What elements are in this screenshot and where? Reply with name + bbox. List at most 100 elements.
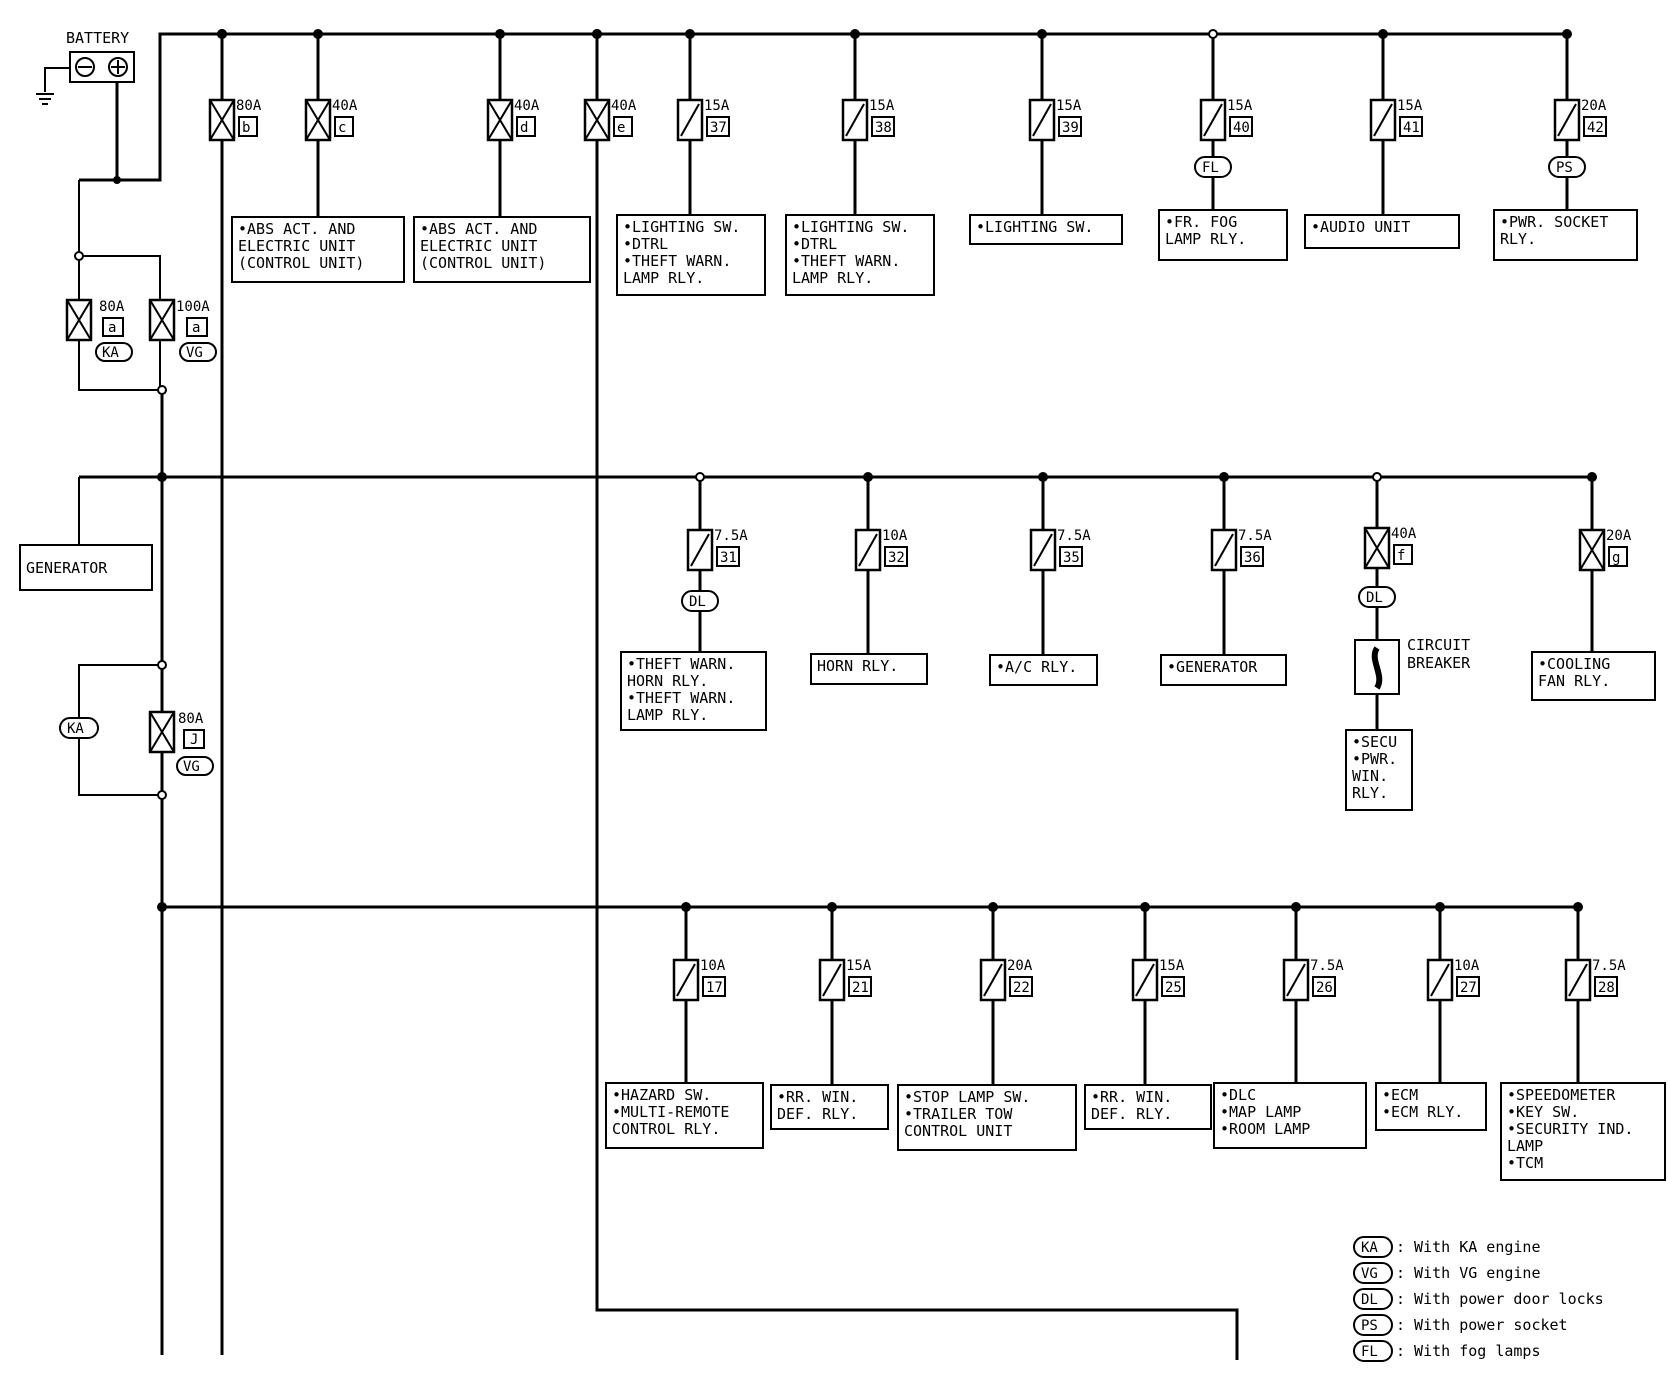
load-item: •TRAILER TOW [904, 1105, 1013, 1123]
legend-item-ka: KA: With KA engine [1353, 1236, 1541, 1258]
legend-code: VG [1361, 1266, 1378, 1282]
legend-text: : With KA engine [1396, 1238, 1541, 1256]
fuse-amps: 10A [700, 958, 726, 974]
fuse-amps: 7.5A [1238, 528, 1272, 544]
fuse-code: c [338, 120, 346, 136]
load-item: •THEFT WARN. [792, 252, 900, 270]
fuse-code: f [1397, 548, 1405, 564]
fuse-amps: 7.5A [1310, 958, 1344, 974]
load-item: ELECTRIC UNIT [420, 237, 537, 255]
load-item: •FR. FOG [1165, 213, 1237, 231]
load-item: •RR. WIN. [777, 1088, 858, 1106]
load-item: •PWR. SOCKET [1500, 213, 1608, 231]
load-item: •COOLING [1538, 655, 1610, 673]
load-item: •LIGHTING SW. [976, 218, 1093, 236]
load-box [1345, 729, 1413, 811]
legend-text: : With VG engine [1396, 1264, 1541, 1282]
load-box [413, 216, 591, 283]
svg-text:a: a [108, 320, 116, 336]
load-item: •THEFT WARN. [627, 655, 735, 673]
load-box [1375, 1082, 1487, 1131]
load-item: •THEFT WARN. [623, 252, 731, 270]
fuse-code: 22 [1013, 980, 1030, 996]
load-item: (CONTROL UNIT) [238, 254, 364, 272]
load-box [1531, 651, 1656, 701]
load-item: •DTRL [792, 235, 837, 253]
load-item: •STOP LAMP SW. [904, 1088, 1030, 1106]
option-badge: DL [1366, 590, 1383, 606]
main-fuse-a-ka: 80A a KA [65, 298, 133, 362]
fuse-amps: 20A [1581, 98, 1607, 114]
load-item: •KEY SW. [1507, 1103, 1579, 1121]
fuse-amps: 15A [1227, 98, 1253, 114]
fuse-amps: 15A [704, 98, 730, 114]
load-item: DEF. RLY. [1091, 1105, 1172, 1123]
load-box [1493, 209, 1638, 261]
load-box [1084, 1084, 1212, 1130]
fuse-code: 36 [1244, 550, 1261, 566]
svg-text:GENERATOR: GENERATOR [26, 559, 108, 577]
load-box [1304, 214, 1460, 249]
load-item: •ABS ACT. AND [238, 220, 355, 238]
fuse-code: 26 [1316, 980, 1333, 996]
option-badge: PS [1556, 160, 1573, 176]
fuse-code: 35 [1063, 550, 1080, 566]
fuse-code: 25 [1165, 980, 1182, 996]
fuse-amps: 20A [1007, 958, 1033, 974]
load-item: •THEFT WARN. [627, 689, 735, 707]
load-item: •LIGHTING SW. [623, 218, 740, 236]
load-item: LAMP RLY. [1165, 230, 1246, 248]
load-box [810, 653, 928, 685]
load-box [1500, 1082, 1666, 1181]
svg-text:a: a [192, 320, 200, 336]
circuit-breaker-label: CIRCUIT [1407, 636, 1470, 654]
circuit-breaker-label: BREAKER [1407, 654, 1471, 672]
load-box [1213, 1082, 1367, 1149]
load-item: •DLC [1220, 1086, 1256, 1104]
load-item: WIN. [1352, 767, 1388, 785]
load-box [231, 216, 405, 283]
battery: BATTERY [66, 29, 135, 83]
legend-item-dl: DL: With power door locks [1353, 1288, 1604, 1310]
load-box [969, 214, 1123, 245]
load-item: •SECURITY IND. [1507, 1120, 1633, 1138]
load-box [1160, 654, 1287, 686]
load-item: LAMP RLY. [792, 269, 873, 287]
main-fuse-a-vg: 100A a VG [148, 298, 217, 362]
legend-item-fl: FL: With fog lamps [1353, 1340, 1541, 1362]
fuse-amps: 7.5A [1057, 528, 1091, 544]
fuse-amps: 15A [1159, 958, 1185, 974]
legend-code: PS [1361, 1318, 1378, 1334]
fuse-amps: 15A [846, 958, 872, 974]
svg-text:100A: 100A [176, 299, 210, 315]
battery-label: BATTERY [66, 29, 129, 47]
main-fuse-j: 80A J VG [148, 710, 214, 776]
load-box [770, 1084, 889, 1130]
fuse-amps: 10A [882, 528, 908, 544]
load-item: HORN RLY. [627, 672, 708, 690]
load-item: •MULTI-REMOTE [612, 1103, 729, 1121]
load-item: •SECU [1352, 733, 1397, 751]
load-item: •ECM [1382, 1086, 1418, 1104]
load-item: LAMP [1507, 1137, 1543, 1155]
load-box [785, 214, 935, 296]
legend-text: : With fog lamps [1396, 1342, 1541, 1360]
fuse-amps: 7.5A [1592, 958, 1626, 974]
load-item: FAN RLY. [1538, 672, 1610, 690]
svg-text:VG: VG [186, 345, 203, 361]
svg-text:VG: VG [183, 759, 200, 775]
svg-text:J: J [190, 732, 198, 748]
load-item: •ECM RLY. [1382, 1103, 1463, 1121]
load-item: •A/C RLY. [996, 658, 1077, 676]
